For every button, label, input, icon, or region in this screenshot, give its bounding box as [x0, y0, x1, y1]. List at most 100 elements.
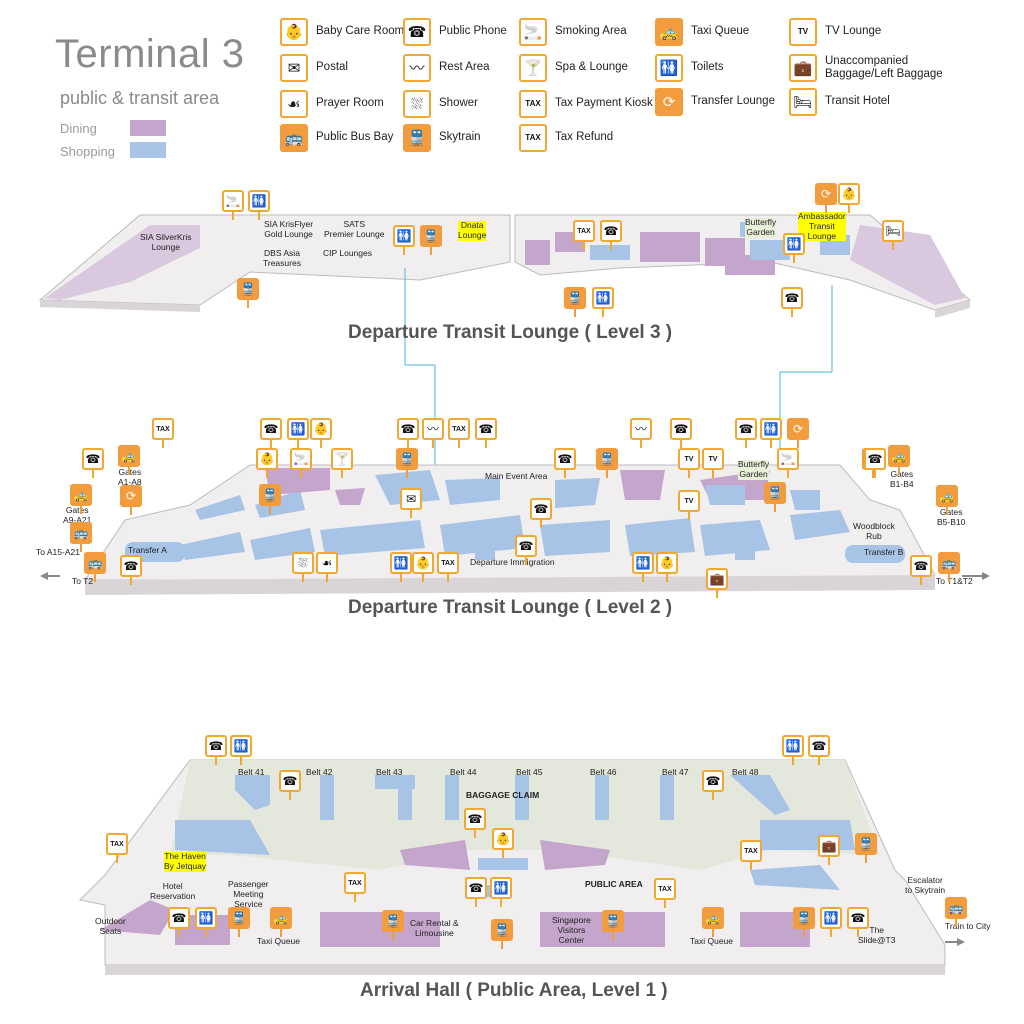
phone-icon[interactable]: ☎ [702, 770, 724, 800]
departure-immigration-label: Departure Immigration [470, 557, 555, 567]
tv-icon[interactable]: TV [702, 448, 724, 478]
baggage-icon[interactable]: 💼 [706, 568, 728, 598]
phone-icon[interactable]: ☎ [781, 287, 803, 317]
phone-icon[interactable]: ☎ [205, 735, 227, 765]
skytrain-icon[interactable]: 🚆 [596, 448, 618, 478]
shower-icon[interactable]: ⛆ [292, 552, 314, 582]
hotel-icon[interactable]: 🛏 [882, 220, 904, 250]
skytrain-icon[interactable]: 🚆 [382, 910, 404, 940]
skytrain-icon[interactable]: 🚆 [764, 482, 786, 512]
baby-care-icon[interactable]: 👶 [656, 552, 678, 582]
smoking-icon[interactable]: 🚬 [777, 448, 799, 478]
toilets-icon[interactable]: 🚻 [287, 418, 309, 448]
phone-icon[interactable]: ☎ [82, 448, 104, 478]
shopping-category-label: Shopping [60, 144, 115, 159]
phone-icon[interactable]: ☎ [279, 770, 301, 800]
baby-care-icon[interactable]: 👶 [310, 418, 332, 448]
phone-icon[interactable]: ☎ [554, 448, 576, 478]
bus-icon[interactable]: 🚌 [938, 552, 960, 582]
toilets-icon[interactable]: 🚻 [783, 233, 805, 263]
tax-kiosk-icon[interactable]: TAX [106, 833, 128, 863]
bus-icon[interactable]: 🚌 [84, 552, 106, 582]
skytrain-icon[interactable]: 🚆 [420, 225, 442, 255]
tax-refund-icon: TAX [654, 878, 676, 900]
tax-refund-icon[interactable]: TAX [152, 418, 174, 448]
phone-icon[interactable]: ☎ [600, 220, 622, 250]
phone-icon[interactable]: ☎ [735, 418, 757, 448]
bus-icon[interactable]: 🚌 [70, 522, 92, 552]
phone-icon[interactable]: ☎ [808, 735, 830, 765]
skytrain-icon: 🚆 [259, 484, 281, 506]
toilets-icon[interactable]: 🚻 [782, 735, 804, 765]
toilets-icon[interactable]: 🚻 [393, 225, 415, 255]
tax-kiosk-icon[interactable]: TAX [573, 220, 595, 250]
rest-area-icon[interactable]: 〰 [422, 418, 444, 448]
tax-refund-icon[interactable]: TAX [448, 418, 470, 448]
toilets-icon[interactable]: 🚻 [632, 552, 654, 582]
baby-care-icon[interactable]: 👶 [838, 183, 860, 213]
skytrain-icon[interactable]: 🚆 [491, 919, 513, 949]
skytrain-icon[interactable]: 🚆 [259, 484, 281, 514]
phone-icon[interactable]: ☎ [168, 907, 190, 937]
taxi-icon[interactable]: 🚕 [70, 484, 92, 514]
skytrain-icon[interactable]: 🚆 [855, 833, 877, 863]
taxi-icon[interactable]: 🚕 [702, 907, 724, 937]
skytrain-icon[interactable]: 🚆 [793, 907, 815, 937]
tax-refund-icon[interactable]: TAX [344, 872, 366, 902]
phone-icon[interactable]: ☎ [515, 535, 537, 565]
phone-icon[interactable]: ☎ [120, 555, 142, 585]
legend-label: Smoking Area [555, 25, 627, 38]
phone-icon[interactable]: ☎ [464, 808, 486, 838]
phone-icon[interactable]: ☎ [260, 418, 282, 448]
baby-care-icon[interactable]: 👶 [492, 828, 514, 858]
phone-icon[interactable]: ☎ [465, 877, 487, 907]
skytrain-icon[interactable]: 🚆 [396, 448, 418, 478]
tax-refund-icon[interactable]: TAX [437, 552, 459, 582]
toilets-icon[interactable]: 🚻 [248, 190, 270, 220]
tv-icon[interactable]: TV [678, 490, 700, 520]
spa-icon[interactable]: 🍸 [331, 448, 353, 478]
phone-icon[interactable]: ☎ [847, 907, 869, 937]
toilets-icon[interactable]: 🚻 [390, 552, 412, 582]
skytrain-icon: 🚆 [228, 907, 250, 929]
skytrain-icon[interactable]: 🚆 [564, 287, 586, 317]
transfer-lounge-icon[interactable]: ⟳ [120, 485, 142, 515]
phone-icon[interactable]: ☎ [670, 418, 692, 448]
taxi-icon[interactable]: 🚕 [118, 445, 140, 475]
toilets-icon[interactable]: 🚻 [195, 907, 217, 937]
phone-icon[interactable]: ☎ [475, 418, 497, 448]
smoking-icon[interactable]: 🚬 [290, 448, 312, 478]
rest-area-icon[interactable]: 〰 [630, 418, 652, 448]
bus-icon[interactable]: 🚌 [945, 897, 967, 927]
toilets-icon[interactable]: 🚻 [820, 907, 842, 937]
toilets-icon[interactable]: 🚻 [760, 418, 782, 448]
tax-kiosk-icon[interactable]: TAX [740, 840, 762, 870]
tax-refund-icon[interactable]: TAX [654, 878, 676, 908]
postal-icon[interactable]: ✉ [400, 488, 422, 518]
toilets-icon[interactable]: 🚻 [230, 735, 252, 765]
phone-icon[interactable]: ☎ [530, 498, 552, 528]
prayer-room-icon[interactable]: ☙ [316, 552, 338, 582]
baby-care-icon[interactable]: 👶 [412, 552, 434, 582]
taxi-icon[interactable]: 🚕 [270, 907, 292, 937]
toilets-icon[interactable]: 🚻 [592, 287, 614, 317]
belt-48-label: Belt 48 [732, 767, 759, 777]
transfer-lounge-icon[interactable]: ⟳ [787, 418, 809, 448]
belt-45-label: Belt 45 [516, 767, 543, 777]
skytrain-icon[interactable]: 🚆 [602, 910, 624, 940]
skytrain-icon[interactable]: 🚆 [237, 278, 259, 308]
phone-icon[interactable]: ☎ [910, 555, 932, 585]
taxi-icon[interactable]: 🚕 [936, 485, 958, 515]
transfer-lounge-icon[interactable]: ⟳ [815, 183, 837, 213]
phone-icon[interactable]: ☎ [864, 448, 886, 478]
tv-icon[interactable]: TV [678, 448, 700, 478]
baby-care-icon[interactable]: 👶 [256, 448, 278, 478]
baggage-icon[interactable]: 💼 [818, 835, 840, 865]
phone-icon[interactable]: ☎ [397, 418, 419, 448]
smoking-icon[interactable]: 🚬 [222, 190, 244, 220]
taxi-icon[interactable]: 🚕 [888, 445, 910, 475]
toilets-icon[interactable]: 🚻 [490, 877, 512, 907]
skytrain-icon[interactable]: 🚆 [228, 907, 250, 937]
